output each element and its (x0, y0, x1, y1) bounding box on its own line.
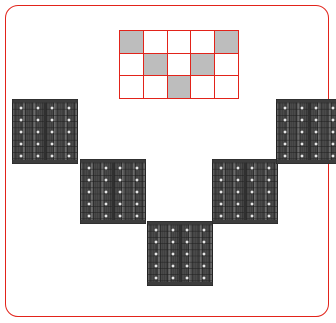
led-panel-graphic (276, 99, 336, 164)
led-panel-graphic (80, 159, 146, 224)
led-panel-3 (147, 221, 213, 286)
grid-cell-r1-c2 (144, 31, 168, 54)
grid-cell-r2-c1 (120, 54, 144, 77)
grid-cell-r1-c5 (215, 31, 239, 54)
grid-cell-r3-c3 (168, 76, 192, 99)
pattern-grid (119, 30, 239, 99)
led-panel-graphic (212, 159, 278, 224)
led-panel-4 (212, 159, 278, 224)
grid-cell-r3-c1 (120, 76, 144, 99)
led-panel-5 (276, 99, 336, 164)
grid-cell-r1-c1 (120, 31, 144, 54)
grid-cell-r3-c2 (144, 76, 168, 99)
grid-cell-r3-c5 (215, 76, 239, 99)
grid-cell-r3-c4 (191, 76, 215, 99)
grid-cell-r2-c3 (168, 54, 192, 77)
grid-cell-r2-c4 (191, 54, 215, 77)
led-panel-2 (80, 159, 146, 224)
led-panel-graphic (147, 221, 213, 286)
led-panel-graphic (12, 99, 78, 164)
grid-cell-r2-c2 (144, 54, 168, 77)
grid-cell-r1-c4 (191, 31, 215, 54)
grid-cell-r1-c3 (168, 31, 192, 54)
grid-cell-r2-c5 (215, 54, 239, 77)
led-panel-1 (12, 99, 78, 164)
